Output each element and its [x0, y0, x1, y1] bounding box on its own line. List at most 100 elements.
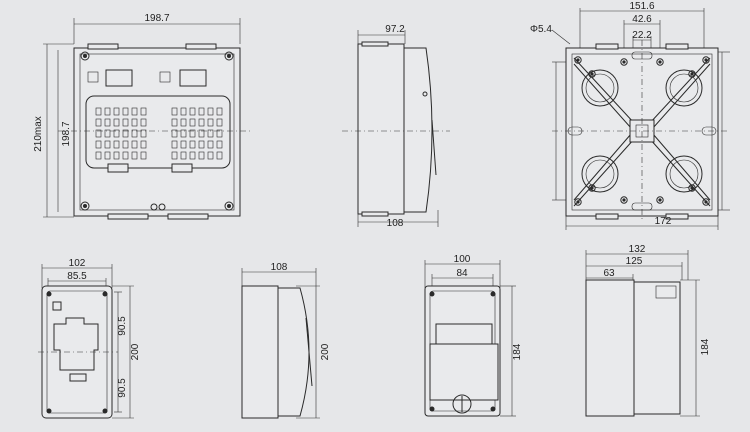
screw-icon	[574, 56, 582, 64]
breaker-slot	[104, 140, 111, 149]
dim-back-bottom: 172	[655, 216, 672, 227]
screw-icon	[702, 56, 710, 64]
breaker-slot	[180, 140, 187, 149]
breaker-slot	[180, 107, 187, 116]
side-cover	[403, 47, 433, 213]
breaker-slot	[140, 107, 147, 116]
breaker-slot	[113, 129, 120, 138]
breaker-slot	[180, 151, 187, 160]
breaker-slot	[113, 140, 120, 149]
breaker-slot	[131, 151, 138, 160]
breaker-slot	[198, 118, 205, 127]
breaker-slot	[180, 129, 187, 138]
breaker-slot	[95, 129, 102, 138]
breaker-slot	[122, 118, 129, 127]
screw-icon	[574, 198, 582, 206]
breaker-slot	[104, 118, 111, 127]
screw-icon	[588, 70, 596, 78]
screw-icon	[688, 184, 696, 192]
breaker-slot	[104, 107, 111, 116]
breaker-slot	[95, 118, 102, 127]
dim-back-inner: 22.2	[632, 30, 652, 41]
breaker-slot	[140, 129, 147, 138]
breaker-slot	[207, 107, 214, 116]
breaker-slot	[189, 129, 196, 138]
mid-front-view: 100 84 184	[424, 254, 523, 417]
breaker-slot	[171, 118, 178, 127]
dim-front-width: 198.7	[144, 13, 169, 24]
breaker-slot	[207, 151, 214, 160]
breaker-slot	[216, 151, 223, 160]
small-side-view: 108 200	[241, 262, 331, 419]
breaker-slot	[216, 140, 223, 149]
breaker-slot	[216, 118, 223, 127]
dim-mid-side-height: 184	[700, 338, 711, 355]
breaker-slot	[140, 140, 147, 149]
breaker-slot	[189, 107, 196, 116]
breaker-slot	[131, 129, 138, 138]
front-view: 198.7 210max 198.7	[33, 13, 250, 220]
breaker-window	[85, 95, 231, 169]
breaker-slot	[95, 151, 102, 160]
dim-mid-side-inner: 63	[603, 268, 615, 279]
breaker-slot	[122, 140, 129, 149]
breaker-slot	[216, 107, 223, 116]
breaker-slot	[131, 140, 138, 149]
breaker-slot	[140, 151, 147, 160]
dim-hole-diameter: Φ5.4	[530, 24, 552, 35]
screw-icon	[620, 196, 628, 204]
breaker-slot	[113, 118, 120, 127]
screw-icon	[702, 198, 710, 206]
breaker-slot	[131, 107, 138, 116]
dim-mid-front-height: 184	[512, 343, 523, 360]
breaker-slot	[171, 151, 178, 160]
mounting-screw-icons	[574, 56, 710, 206]
breaker-slot	[198, 107, 205, 116]
breaker-slot	[198, 129, 205, 138]
screw-icon	[588, 184, 596, 192]
dim-mid-side-mid: 125	[626, 256, 643, 267]
dim-small-side-height: 200	[320, 343, 331, 360]
breaker-slot	[140, 118, 147, 127]
mid-side-view: 132 125 63 184	[585, 244, 711, 417]
dim-back-outer: 151.6	[629, 1, 654, 12]
breaker-slot-grid	[95, 107, 223, 160]
breaker-slot	[207, 140, 214, 149]
breaker-slot	[122, 129, 129, 138]
screw-icon	[688, 70, 696, 78]
mid-side-body	[585, 279, 635, 417]
dim-small-front-height: 200	[130, 343, 141, 360]
breaker-slot	[131, 118, 138, 127]
dim-small-front-lower: 90.5	[117, 378, 128, 398]
breaker-slot	[104, 151, 111, 160]
knockout-holes	[581, 69, 703, 193]
dim-front-height-max: 210max	[33, 116, 44, 152]
breaker-slot	[198, 140, 205, 149]
dim-mid-front-inner: 84	[456, 268, 468, 279]
breaker-slot	[95, 107, 102, 116]
dim-mid-side-outer: 132	[629, 244, 646, 255]
dim-small-front-inner: 85.5	[67, 271, 87, 282]
side-view: 97.2 108	[342, 24, 450, 229]
breaker-slot	[171, 129, 178, 138]
dim-small-front-upper: 90.5	[117, 316, 128, 336]
breaker-slot	[207, 118, 214, 127]
breaker-slot	[122, 151, 129, 160]
dim-small-side-width: 108	[271, 262, 288, 273]
breaker-slot	[189, 140, 196, 149]
breaker-slot	[189, 151, 196, 160]
screw-icon	[656, 58, 664, 66]
breaker-slot	[113, 107, 120, 116]
breaker-slot	[171, 140, 178, 149]
back-view: 151.6 42.6 22.2 Φ5.4	[530, 1, 730, 230]
breaker-slot	[113, 151, 120, 160]
breaker-slot	[95, 140, 102, 149]
breaker-slot	[104, 129, 111, 138]
dim-front-height: 198.7	[61, 121, 72, 146]
dim-small-front-outer: 102	[69, 258, 86, 269]
breaker-slot	[171, 107, 178, 116]
breaker-slot	[198, 151, 205, 160]
small-front-view: 102 85.5 90.5 90.5 200	[38, 258, 141, 419]
